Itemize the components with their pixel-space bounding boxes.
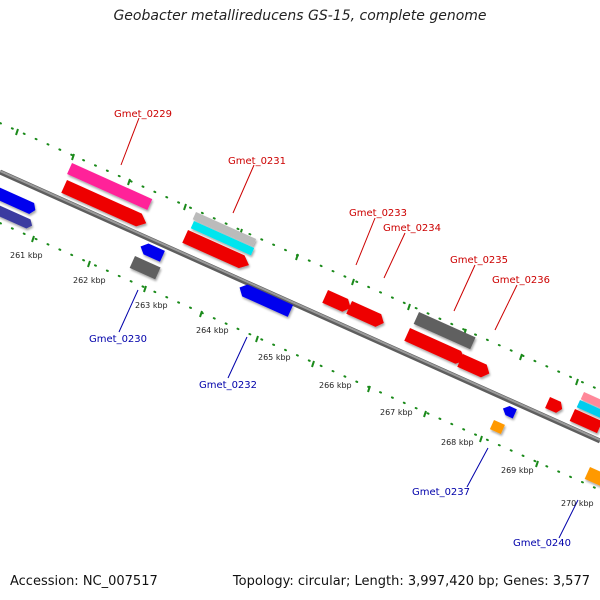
leader-lines-forward xyxy=(120,117,518,331)
gene-right-red-small[interactable] xyxy=(545,397,565,415)
gene-label-gmet-0237[interactable]: Gmet_0237 xyxy=(412,487,470,498)
gene-label-gmet-0232[interactable]: Gmet_0232 xyxy=(199,380,257,391)
gene-left-blue-1[interactable] xyxy=(0,185,38,216)
gene-gmet-0235[interactable] xyxy=(404,328,468,367)
gene-gmet-0231-cyan[interactable] xyxy=(190,221,255,256)
gene-label-gmet-0236[interactable]: Gmet_0236 xyxy=(492,275,550,286)
kbp-label: 270 kbp xyxy=(561,499,594,508)
gene-left-blue-2[interactable] xyxy=(0,203,34,230)
kbp-labels: 261 kbp 262 kbp 263 kbp 264 kbp 265 kbp … xyxy=(10,251,594,508)
gene-label-gmet-0229[interactable]: Gmet_0229 xyxy=(114,109,172,120)
kbp-label: 264 kbp xyxy=(196,326,229,335)
gene-gmet-0229[interactable] xyxy=(61,180,149,230)
gene-gmet-0237-arrow[interactable] xyxy=(501,404,517,419)
kbp-label: 269 kbp xyxy=(501,466,534,475)
gene-gmet-0234[interactable] xyxy=(346,301,386,329)
gene-gmet-0231[interactable] xyxy=(182,230,252,271)
kbp-label: 263 kbp xyxy=(135,301,168,310)
gene-gmet-0230[interactable] xyxy=(129,256,161,280)
genes xyxy=(0,163,600,488)
kbp-label: 267 kbp xyxy=(380,408,413,417)
gene-label-gmet-0240[interactable]: Gmet_0240 xyxy=(513,538,571,549)
gene-label-gmet-0234[interactable]: Gmet_0234 xyxy=(383,223,441,234)
outer-tick-track xyxy=(0,122,600,391)
gene-gmet-0229-pink[interactable] xyxy=(67,163,153,211)
gene-gmet-0240[interactable] xyxy=(584,467,600,488)
gene-gmet-0232[interactable] xyxy=(237,282,294,317)
accession-text: Accession: NC_007517 xyxy=(10,574,158,589)
gene-right-pink[interactable] xyxy=(580,392,600,412)
inner-tick-track xyxy=(0,222,600,491)
gene-labels: Gmet_0229 Gmet_0230 Gmet_0231 Gmet_0232 … xyxy=(89,109,571,549)
gene-gmet-0233[interactable] xyxy=(322,290,353,314)
kbp-label: 261 kbp xyxy=(10,251,43,260)
kbp-label: 265 kbp xyxy=(258,353,291,362)
gene-gmet-0230-arrow[interactable] xyxy=(138,241,165,262)
gene-gmet-0236[interactable] xyxy=(457,354,492,380)
kbp-label: 268 kbp xyxy=(441,438,474,447)
gene-label-gmet-0231[interactable]: Gmet_0231 xyxy=(228,156,286,167)
gene-label-gmet-0230[interactable]: Gmet_0230 xyxy=(89,334,147,345)
genome-backbone xyxy=(0,169,600,444)
gene-label-gmet-0233[interactable]: Gmet_0233 xyxy=(349,208,407,219)
gene-gmet-0235-grey[interactable] xyxy=(413,312,476,350)
kbp-label: 262 kbp xyxy=(73,276,106,285)
leader-lines-reverse xyxy=(118,289,579,539)
gene-gmet-0231-grey[interactable] xyxy=(192,212,257,247)
kbp-label: 266 kbp xyxy=(319,381,352,390)
gene-right-red[interactable] xyxy=(569,409,600,434)
major-ticks xyxy=(15,128,579,468)
gene-gmet-0237[interactable] xyxy=(489,420,505,435)
map-title: Geobacter metallireducens GS-15, complet… xyxy=(113,8,487,24)
genome-summary-text: Topology: circular; Length: 3,997,420 bp… xyxy=(232,574,590,589)
gene-label-gmet-0235[interactable]: Gmet_0235 xyxy=(450,255,508,266)
